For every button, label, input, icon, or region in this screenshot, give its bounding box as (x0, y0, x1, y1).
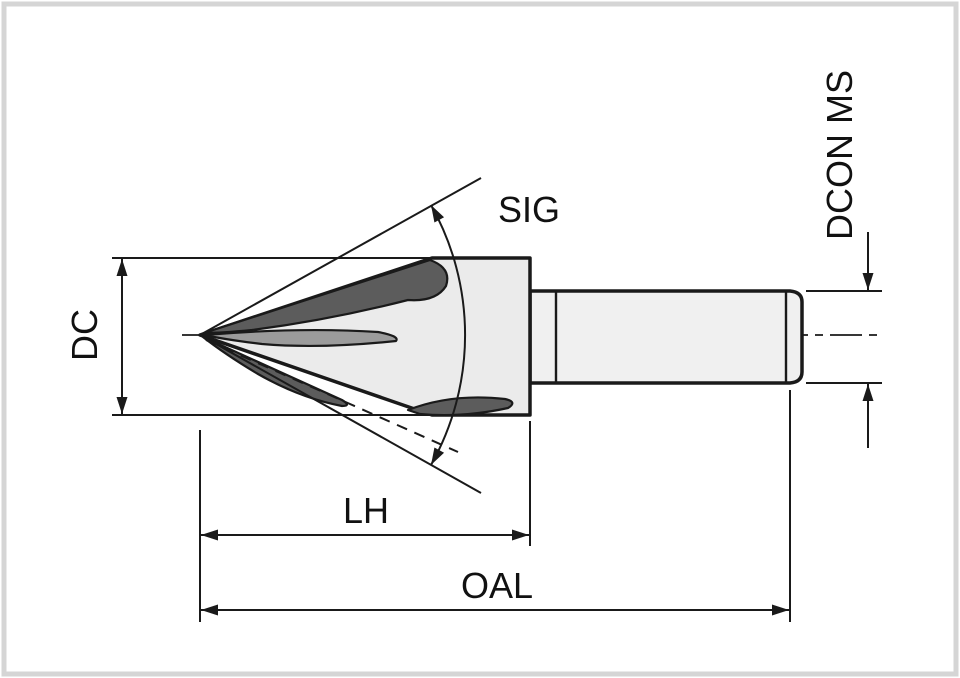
sig-label: SIG (498, 189, 560, 230)
dcon-label: DCON MS (819, 70, 860, 240)
oal-arrow-left (201, 604, 218, 616)
dc-arrow-down (116, 397, 128, 414)
flute-tip-bottom (201, 335, 349, 408)
dcon-dimension: DCON MS (806, 70, 882, 448)
lh-arrow-right (512, 529, 529, 541)
hidden-edge-line (205, 339, 459, 453)
oal-label: OAL (461, 565, 533, 606)
angle-arrow-top (431, 205, 445, 223)
dc-label: DC (64, 309, 105, 361)
shank (528, 289, 804, 385)
angle-arrow-bottom (431, 447, 445, 465)
dcon-arrow-down (862, 273, 874, 290)
lh-dimension: LH (199, 421, 531, 622)
flute-face-mid (202, 328, 398, 348)
angle-dimension: SIG (199, 177, 560, 494)
flute-top (202, 258, 449, 335)
dc-arrow-up (116, 259, 128, 276)
countersink-head (198, 256, 532, 453)
lh-arrow-left (201, 529, 218, 541)
angle-line-upper (199, 177, 482, 336)
oal-arrow-right (772, 604, 789, 616)
lh-label: LH (343, 490, 389, 531)
shank-body (528, 289, 804, 385)
dc-dimension: DC (64, 257, 430, 416)
oal-dimension: OAL (201, 390, 791, 622)
dcon-arrow-up (862, 384, 874, 401)
angle-arc (430, 204, 466, 466)
